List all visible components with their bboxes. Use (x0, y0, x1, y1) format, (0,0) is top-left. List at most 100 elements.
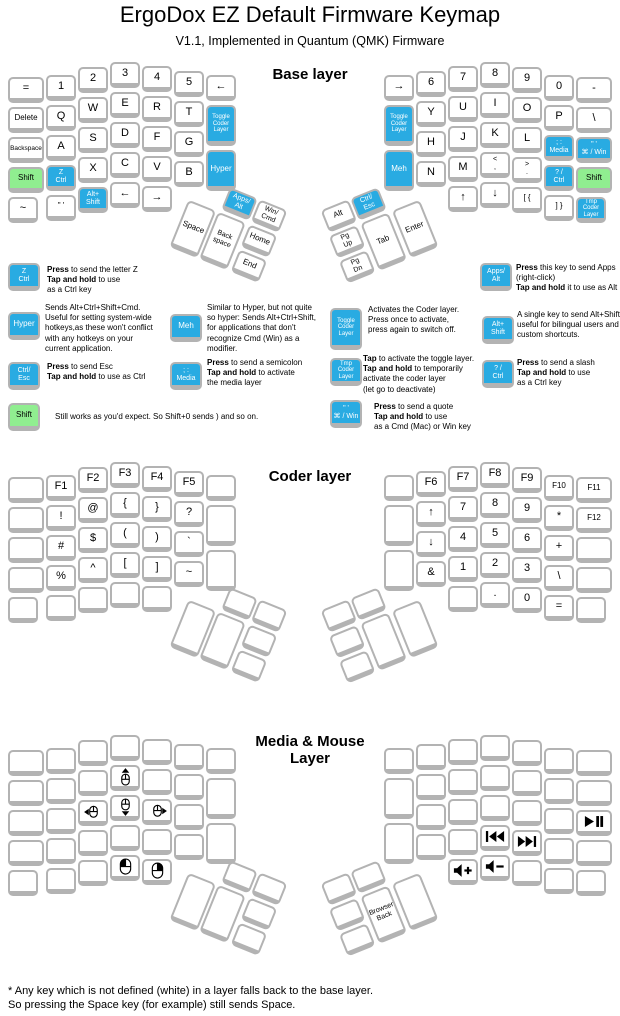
vol-down-icon (485, 860, 505, 873)
key-blank (8, 750, 44, 776)
key-ctrl: ? /Ctrl (482, 360, 514, 388)
mouse-left-key (78, 800, 108, 826)
key-meh: Meh (384, 150, 414, 191)
key-b: B (174, 161, 204, 187)
key-blank (384, 778, 414, 819)
key-l: L (512, 127, 542, 153)
key-f6: F6 (416, 471, 446, 497)
key-symbol: # (46, 535, 76, 561)
key-m: M (448, 156, 478, 182)
coder-layer-heading: Coder layer (268, 468, 352, 485)
key-blank (142, 739, 172, 765)
key-blank (576, 537, 612, 563)
legend-text: Still works as you'd expect. So Shift+0 … (55, 412, 259, 421)
key-symbol: >. (512, 157, 542, 183)
key-y: Y (416, 101, 446, 127)
key-f11: F11 (576, 477, 612, 503)
key-blank (206, 748, 236, 774)
key-blank (384, 475, 414, 501)
key-blank (142, 586, 172, 612)
key-blank (8, 507, 44, 533)
key-w: W (78, 97, 108, 123)
key-blank (544, 778, 574, 804)
key-blank (384, 550, 414, 591)
key-1: 1 (46, 75, 76, 101)
key-symbol: & (416, 561, 446, 587)
key-blank (416, 834, 446, 860)
key-blank (544, 838, 574, 864)
key-h: H (416, 131, 446, 157)
key-blank (480, 765, 510, 791)
key-f: F (142, 126, 172, 152)
key-blank (8, 780, 44, 806)
key-symbol: + (544, 535, 574, 561)
key-blank (174, 774, 204, 800)
key-symbol: ? (174, 501, 204, 527)
key-a: A (46, 135, 76, 161)
key-symbol: ← (206, 75, 236, 101)
key-blank (8, 567, 44, 593)
key-blank (110, 825, 140, 851)
key-hyper: Hyper (206, 150, 236, 191)
key-blank (544, 868, 574, 894)
mouse-button-left-icon (118, 858, 133, 875)
key-8: 8 (480, 62, 510, 88)
key-blank (174, 804, 204, 830)
key-symbol: ↑ (416, 501, 446, 527)
key-alt-shift: Alt+Shift (78, 187, 108, 213)
key-e: E (110, 92, 140, 118)
key-c: C (110, 152, 140, 178)
key-symbol: ( (110, 522, 140, 548)
next-track-icon (517, 836, 537, 847)
key-blank (8, 597, 38, 623)
key-symbol: * (544, 505, 574, 531)
key-blank (576, 840, 612, 866)
key-2: 2 (480, 552, 510, 578)
key-f7: F7 (448, 466, 478, 492)
key-blank (78, 770, 108, 796)
key-blank (46, 595, 76, 621)
key-symbol: \ (544, 565, 574, 591)
key-media: ; :Media (170, 362, 202, 390)
key-blank (576, 750, 612, 776)
key-blank (8, 477, 44, 503)
key-blank (512, 800, 542, 826)
key-9: 9 (512, 497, 542, 523)
key-symbol: ↓ (480, 182, 510, 208)
page-subtitle: V1.1, Implemented in Quantum (QMK) Firmw… (175, 34, 445, 48)
key-8: 8 (480, 492, 510, 518)
key-blank (480, 795, 510, 821)
key-blank (8, 537, 44, 563)
key-blank (576, 597, 606, 623)
key-symbol: ` (174, 531, 204, 557)
key-blank (46, 808, 76, 834)
key-blank (448, 829, 478, 855)
key-blank (206, 505, 236, 546)
key-5: 5 (480, 522, 510, 548)
mouse-right-key (142, 799, 172, 825)
key-4: 4 (448, 526, 478, 552)
key-blank (384, 823, 414, 864)
key-symbol: - (576, 77, 612, 103)
key-d: D (110, 122, 140, 148)
prev-track-icon (485, 831, 505, 842)
key-shift: Shift (8, 403, 40, 431)
key-symbol: ← (110, 182, 140, 208)
legend-text: Activates the Coder layer.Press once to … (368, 305, 460, 335)
key-blank (512, 860, 542, 886)
key-blank (448, 739, 478, 765)
key-symbol: [ { (512, 187, 542, 213)
key-1: 1 (448, 556, 478, 582)
key-u: U (448, 96, 478, 122)
key-blank (512, 740, 542, 766)
